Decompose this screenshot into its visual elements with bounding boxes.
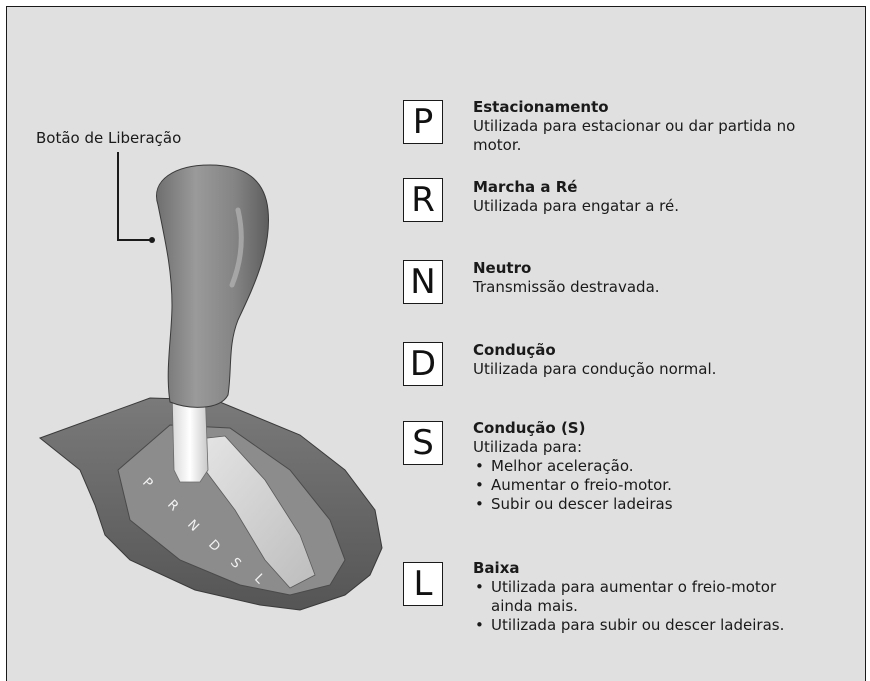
gear-letter-box-r: R bbox=[403, 178, 443, 222]
gear-letter-box-p: P bbox=[403, 100, 443, 144]
gear-desc-p: Estacionamento Utilizada para estacionar… bbox=[473, 98, 843, 155]
gear-letter-box-d: D bbox=[403, 342, 443, 386]
shifter-knob bbox=[156, 164, 270, 408]
gate-track bbox=[189, 435, 316, 589]
gear-description: Utilizada para estacionar ou dar partida… bbox=[473, 117, 796, 154]
gear-letter-box-l: L bbox=[403, 562, 443, 606]
gear-description: Transmissão destravada. bbox=[473, 278, 660, 296]
gear-letter-box-n: N bbox=[403, 260, 443, 304]
gear-title: Condução (S) bbox=[473, 419, 586, 437]
gear-desc-s: Condução (S) Utilizada para: Melhor acel… bbox=[473, 419, 843, 514]
knob-highlight bbox=[229, 207, 244, 288]
gear-title: Condução bbox=[473, 341, 556, 359]
gear-desc-l: Baixa Utilizada para aumentar o freio-mo… bbox=[473, 559, 843, 635]
bullet-item: Utilizada para aumentar o freio-motor ai… bbox=[473, 578, 803, 616]
gear-title: Baixa bbox=[473, 559, 520, 577]
gear-title: Neutro bbox=[473, 259, 532, 277]
gear-description: Utilizada para condução normal. bbox=[473, 360, 717, 378]
bullet-list: Utilizada para aumentar o freio-motor ai… bbox=[473, 578, 803, 635]
bullet-item: Melhor aceleração. bbox=[473, 457, 843, 476]
bullet-list: Melhor aceleração. Aumentar o freio-moto… bbox=[473, 457, 843, 514]
gear-desc-n: Neutro Transmissão destravada. bbox=[473, 259, 843, 297]
gear-title: Marcha a Ré bbox=[473, 178, 578, 196]
bullet-item: Utilizada para subir ou descer ladeiras. bbox=[473, 616, 803, 635]
gear-description: Utilizada para engatar a ré. bbox=[473, 197, 680, 215]
gear-desc-r: Marcha a Ré Utilizada para engatar a ré. bbox=[473, 178, 843, 216]
callout-dot bbox=[149, 237, 155, 243]
bullet-item: Subir ou descer ladeiras bbox=[473, 495, 843, 514]
callout-line bbox=[117, 152, 152, 241]
gear-description: Utilizada para: bbox=[473, 438, 583, 456]
bullet-item: Aumentar o freio-motor. bbox=[473, 476, 843, 495]
gear-letter-box-s: S bbox=[403, 421, 443, 465]
gear-desc-d: Condução Utilizada para condução normal. bbox=[473, 341, 843, 379]
gear-title: Estacionamento bbox=[473, 98, 609, 116]
release-button-label: Botão de Liberação bbox=[36, 129, 182, 147]
